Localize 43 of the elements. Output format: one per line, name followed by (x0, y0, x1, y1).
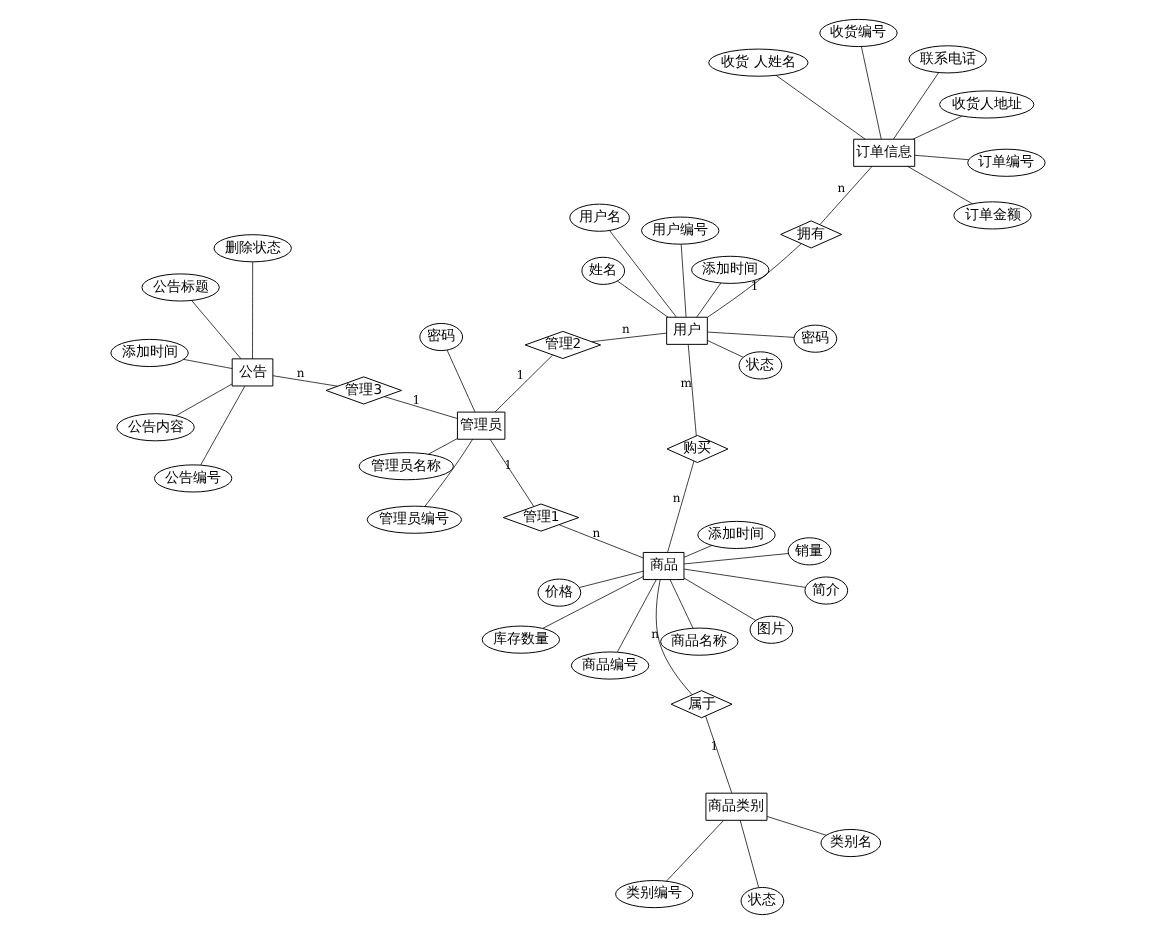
connector (687, 344, 697, 437)
connector (912, 115, 963, 140)
connector (183, 359, 233, 369)
connector (707, 243, 802, 318)
connector (383, 396, 458, 419)
connector (775, 75, 866, 140)
connector (191, 300, 242, 360)
connector (707, 331, 795, 338)
connector (667, 460, 695, 553)
connector (683, 553, 789, 565)
connector (617, 280, 669, 318)
connector (175, 383, 233, 416)
connector (914, 154, 970, 161)
connector (893, 72, 939, 140)
connector (683, 545, 713, 558)
connector (609, 230, 677, 318)
connector (446, 349, 476, 413)
connector (739, 820, 760, 888)
connector (252, 261, 254, 360)
connector (907, 166, 973, 205)
connector (669, 579, 694, 629)
connector (424, 438, 473, 507)
connector (705, 715, 733, 794)
connector (428, 438, 458, 455)
connector (861, 46, 882, 140)
connector (200, 385, 246, 466)
connector (494, 354, 553, 413)
connector (819, 166, 873, 225)
connector (655, 579, 693, 695)
connector (766, 816, 827, 836)
connector (558, 524, 644, 559)
connector (542, 576, 644, 629)
connector (666, 820, 724, 882)
connector (591, 332, 667, 343)
connector (616, 579, 657, 653)
connector (696, 282, 722, 318)
connector (579, 570, 644, 588)
connector (272, 375, 339, 387)
connector (489, 439, 535, 507)
connector (680, 243, 687, 318)
connector (707, 340, 744, 358)
connector (683, 568, 806, 588)
connector (683, 577, 757, 621)
